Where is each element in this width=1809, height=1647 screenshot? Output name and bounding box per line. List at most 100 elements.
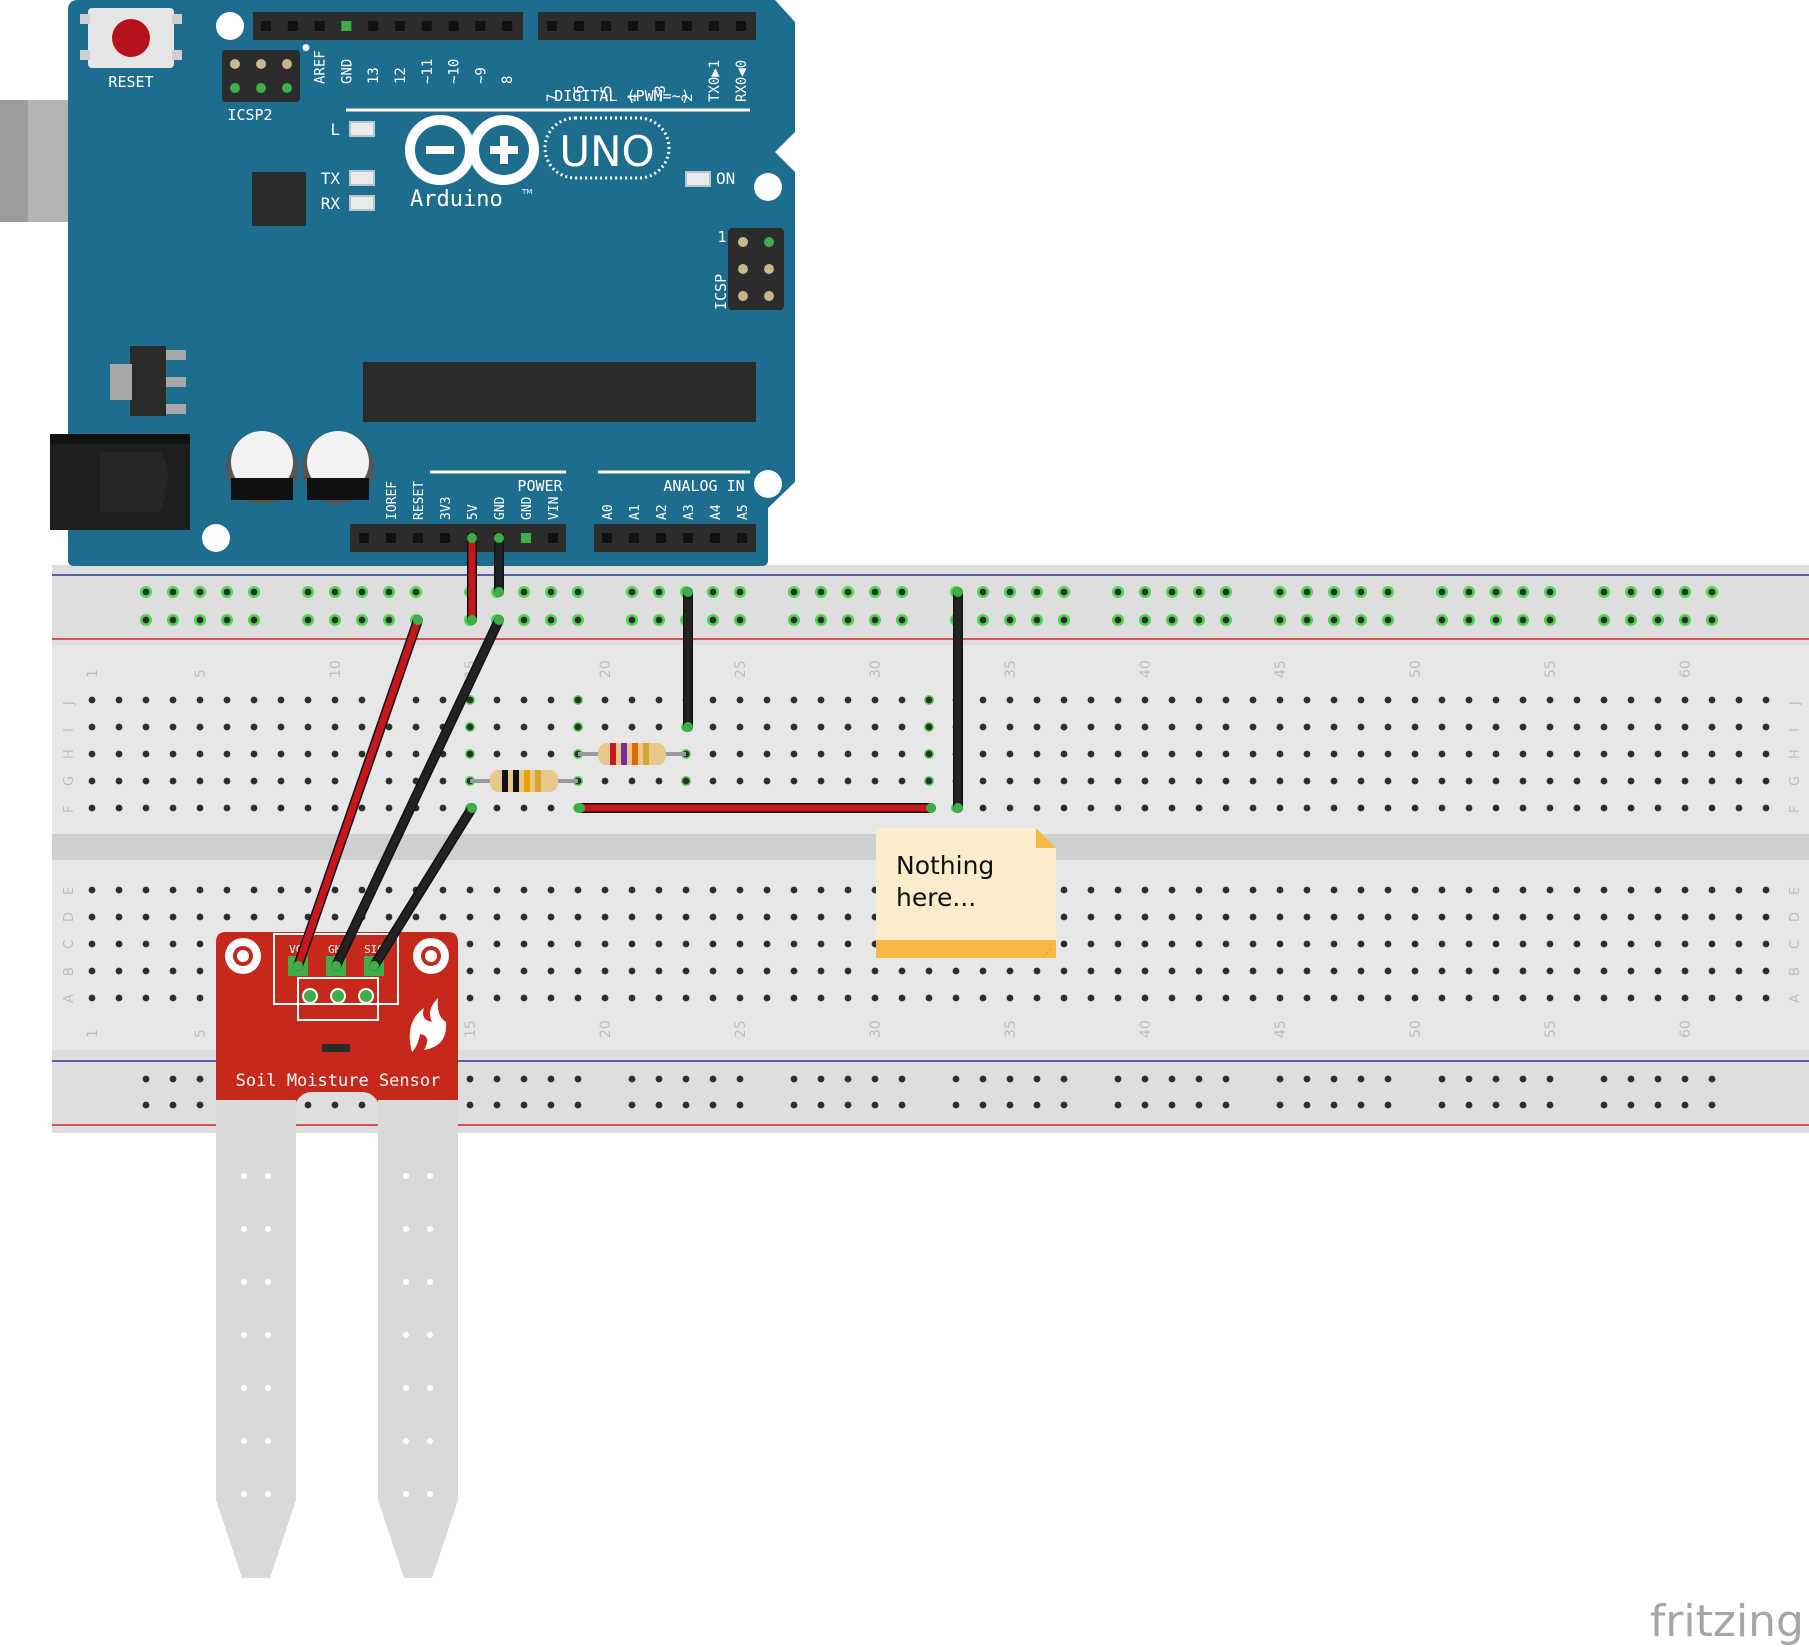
breadboard-hole[interactable] xyxy=(358,804,366,812)
breadboard-hole[interactable] xyxy=(574,696,582,704)
breadboard-hole[interactable] xyxy=(1519,913,1527,921)
breadboard-hole[interactable] xyxy=(412,723,420,731)
breadboard-hole[interactable] xyxy=(1708,913,1716,921)
breadboard-hole[interactable] xyxy=(223,804,231,812)
breadboard-hole[interactable] xyxy=(925,994,933,1002)
breadboard-hole[interactable] xyxy=(1330,804,1338,812)
breadboard-hole[interactable] xyxy=(1276,750,1284,758)
breadboard-hole[interactable] xyxy=(628,886,636,894)
rail-hole[interactable] xyxy=(1060,1101,1068,1109)
header-pin[interactable] xyxy=(521,533,531,543)
breadboard-hole[interactable] xyxy=(1438,940,1446,948)
breadboard-hole[interactable] xyxy=(520,750,528,758)
breadboard-hole[interactable] xyxy=(709,940,717,948)
breadboard-hole[interactable] xyxy=(1357,777,1365,785)
wire-endpoint[interactable] xyxy=(467,615,477,625)
breadboard-hole[interactable] xyxy=(1141,804,1149,812)
breadboard-hole[interactable] xyxy=(1465,967,1473,975)
rail-hole[interactable] xyxy=(1681,616,1689,624)
sticky-note[interactable]: Nothing here... ⋰ xyxy=(876,828,1056,959)
breadboard-hole[interactable] xyxy=(1546,696,1554,704)
rail-hole[interactable] xyxy=(520,1075,528,1083)
breadboard-hole[interactable] xyxy=(439,913,447,921)
breadboard-hole[interactable] xyxy=(1168,723,1176,731)
breadboard-hole[interactable] xyxy=(790,696,798,704)
rail-hole[interactable] xyxy=(169,1075,177,1083)
header-pin[interactable] xyxy=(709,21,719,31)
breadboard-hole[interactable] xyxy=(1681,723,1689,731)
breadboard-hole[interactable] xyxy=(1492,696,1500,704)
breadboard-hole[interactable] xyxy=(1735,777,1743,785)
breadboard-hole[interactable] xyxy=(1087,886,1095,894)
breadboard-hole[interactable] xyxy=(1033,723,1041,731)
rail-hole[interactable] xyxy=(1654,616,1662,624)
rail-hole[interactable] xyxy=(1600,588,1608,596)
breadboard-hole[interactable] xyxy=(979,723,987,731)
breadboard-hole[interactable] xyxy=(1708,886,1716,894)
breadboard-hole[interactable] xyxy=(1492,913,1500,921)
breadboard-hole[interactable] xyxy=(466,696,474,704)
breadboard-hole[interactable] xyxy=(1222,723,1230,731)
rail-hole[interactable] xyxy=(1465,1101,1473,1109)
rail-hole[interactable] xyxy=(1195,588,1203,596)
breadboard-hole[interactable] xyxy=(142,994,150,1002)
breadboard-hole[interactable] xyxy=(1195,940,1203,948)
breadboard-hole[interactable] xyxy=(493,696,501,704)
breadboard-hole[interactable] xyxy=(709,750,717,758)
rail-hole[interactable] xyxy=(709,616,717,624)
breadboard-hole[interactable] xyxy=(736,913,744,921)
rail-hole[interactable] xyxy=(628,588,636,596)
rail-hole[interactable] xyxy=(655,1101,663,1109)
breadboard-hole[interactable] xyxy=(1519,696,1527,704)
rail-hole[interactable] xyxy=(1600,1075,1608,1083)
breadboard-hole[interactable] xyxy=(115,804,123,812)
breadboard-hole[interactable] xyxy=(493,913,501,921)
rail-hole[interactable] xyxy=(1627,616,1635,624)
breadboard-hole[interactable] xyxy=(466,886,474,894)
rail-hole[interactable] xyxy=(1168,588,1176,596)
breadboard-hole[interactable] xyxy=(979,777,987,785)
breadboard-hole[interactable] xyxy=(1438,886,1446,894)
breadboard-hole[interactable] xyxy=(1249,886,1257,894)
breadboard-hole[interactable] xyxy=(1249,994,1257,1002)
rail-hole[interactable] xyxy=(655,588,663,596)
breadboard-hole[interactable] xyxy=(1573,804,1581,812)
breadboard-hole[interactable] xyxy=(169,777,177,785)
breadboard-hole[interactable] xyxy=(1735,994,1743,1002)
breadboard-hole[interactable] xyxy=(439,804,447,812)
breadboard-hole[interactable] xyxy=(1762,994,1770,1002)
breadboard-hole[interactable] xyxy=(1168,913,1176,921)
rail-hole[interactable] xyxy=(682,1101,690,1109)
breadboard-hole[interactable] xyxy=(1114,913,1122,921)
breadboard-hole[interactable] xyxy=(1465,886,1473,894)
rail-hole[interactable] xyxy=(1357,588,1365,596)
rail-hole[interactable] xyxy=(1546,588,1554,596)
breadboard-hole[interactable] xyxy=(1249,940,1257,948)
header-pin[interactable] xyxy=(656,533,666,543)
breadboard-hole[interactable] xyxy=(385,804,393,812)
rail-hole[interactable] xyxy=(817,616,825,624)
rail-hole[interactable] xyxy=(1627,1075,1635,1083)
breadboard-hole[interactable] xyxy=(601,994,609,1002)
rail-hole[interactable] xyxy=(1357,1101,1365,1109)
breadboard-hole[interactable] xyxy=(547,994,555,1002)
rail-hole[interactable] xyxy=(1222,1075,1230,1083)
breadboard-hole[interactable] xyxy=(1573,750,1581,758)
rail-hole[interactable] xyxy=(547,1101,555,1109)
breadboard-hole[interactable] xyxy=(763,750,771,758)
header-pin[interactable] xyxy=(440,533,450,543)
header-pin[interactable] xyxy=(737,533,747,543)
breadboard-hole[interactable] xyxy=(1195,913,1203,921)
breadboard-hole[interactable] xyxy=(1141,886,1149,894)
rail-hole[interactable] xyxy=(817,588,825,596)
rail-hole[interactable] xyxy=(655,616,663,624)
breadboard-hole[interactable] xyxy=(304,777,312,785)
breadboard-hole[interactable] xyxy=(277,750,285,758)
rail-hole[interactable] xyxy=(304,616,312,624)
breadboard-hole[interactable] xyxy=(1276,696,1284,704)
breadboard-hole[interactable] xyxy=(169,940,177,948)
breadboard-hole[interactable] xyxy=(115,967,123,975)
breadboard-hole[interactable] xyxy=(790,777,798,785)
breadboard-hole[interactable] xyxy=(763,886,771,894)
breadboard-hole[interactable] xyxy=(466,750,474,758)
